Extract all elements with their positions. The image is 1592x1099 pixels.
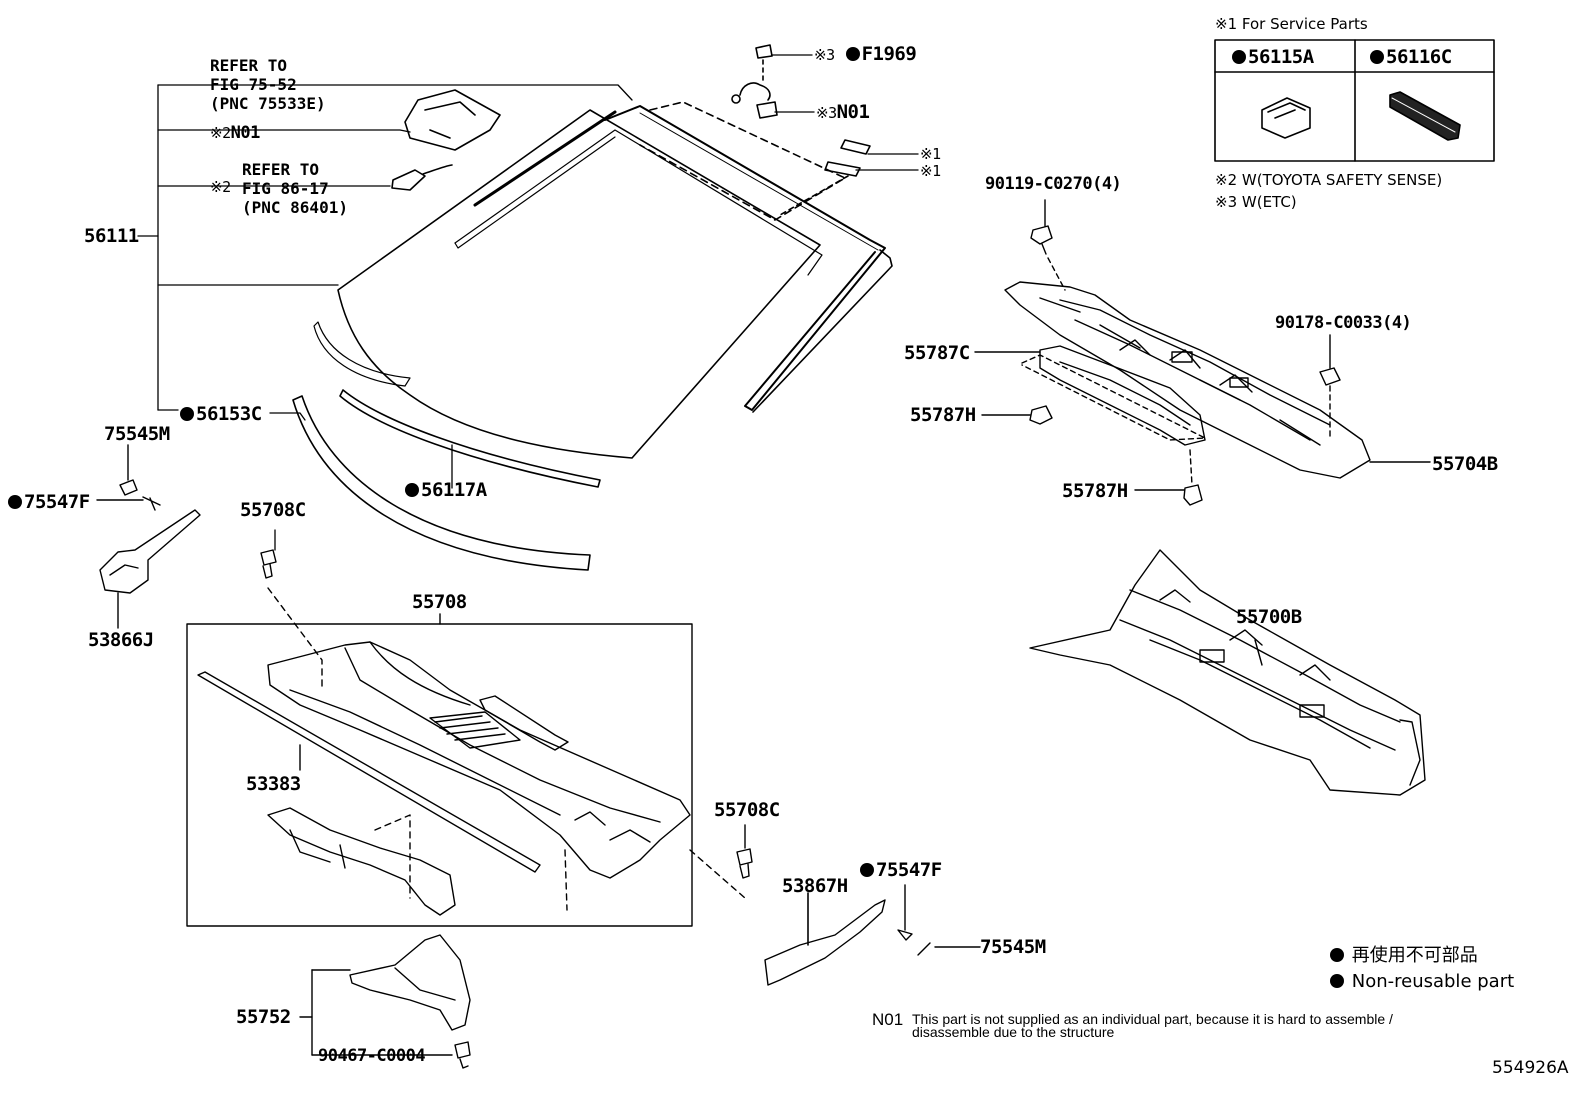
legend-en: Non-reusable part (1330, 972, 1514, 992)
label-kome1-b: ※1 (920, 162, 941, 180)
refer-86-line3: (PNC 86401) (242, 198, 348, 217)
n01-line1: This part is not supplied as an individu… (912, 1011, 1393, 1027)
label-75545m-left: 75545M (104, 423, 170, 445)
non-reusable-dot-icon (8, 495, 22, 509)
non-reusable-dot-icon (860, 863, 874, 877)
label-n01-tss: ※2N01 (210, 124, 260, 142)
label-75547f-right: 75547F (860, 860, 942, 880)
label-55708: 55708 (412, 591, 467, 613)
refer-75-line3: (PNC 75533E) (210, 94, 326, 113)
label-75547f-left: 75547F (8, 492, 90, 512)
kome1-marker-b: ※1 (920, 162, 941, 180)
label-55704b: 55704B (1432, 453, 1498, 475)
kome3-marker: ※3 (814, 46, 835, 64)
label-55708c-right: 55708C (714, 799, 780, 821)
label-kome1-a: ※1 (920, 145, 941, 163)
refer-75-line1: REFER TO (210, 56, 288, 75)
service-parts-title: ※1 For Service Parts (1215, 15, 1368, 33)
part-leader-lines (274, 529, 809, 946)
label-n01-etc-text: N01 (836, 101, 870, 123)
label-75547f-left-text: 75547F (24, 491, 90, 513)
label-56117a: 56117A (405, 480, 487, 500)
non-reusable-dot-icon (1330, 948, 1344, 962)
n01-code: N01 (872, 1010, 904, 1029)
figure-id: 554926A (1492, 1058, 1569, 1078)
kome2-marker-b: ※2 (210, 178, 231, 196)
non-reusable-dot-icon (180, 407, 194, 421)
note-tss: ※2 W(TOYOTA SAFETY SENSE) (1215, 171, 1443, 189)
label-56117a-text: 56117A (421, 479, 487, 501)
label-f1969: ※3 F1969 (814, 43, 917, 65)
label-56153c: 56153C (180, 404, 262, 424)
n01-tss-text: N01 (230, 123, 261, 143)
label-56111: 56111 (84, 225, 139, 247)
label-55708c-top: 55708C (240, 499, 306, 521)
service-part-56116c-text: 56116C (1386, 46, 1452, 68)
refer-fig-86-17: REFER TO FIG 86-17 (PNC 86401) (242, 160, 348, 217)
label-53383: 53383 (246, 773, 301, 795)
label-53867h: 53867H (782, 875, 848, 897)
label-55700b: 55700B (1236, 606, 1302, 628)
label-n01-etc: ※3N01 (816, 101, 870, 123)
label-75545m-right: 75545M (980, 936, 1046, 958)
glass-leader-lines (137, 54, 919, 489)
label-75547f-right-text: 75547F (876, 859, 942, 881)
label-55787c: 55787C (904, 342, 970, 364)
right-lower-parts-drawing (299, 824, 981, 1069)
label-90119: 90119-C0270(4) (985, 174, 1122, 194)
non-reusable-dot-icon (1232, 50, 1246, 64)
non-reusable-dot-icon (405, 483, 419, 497)
cowl-louver-drawing (186, 613, 746, 927)
label-kome2-fig86: ※2 (210, 178, 231, 196)
service-part-56115a: 56115A (1232, 47, 1314, 67)
label-90178: 90178-C0033(4) (1275, 313, 1412, 333)
kome1-marker: ※1 (920, 145, 941, 163)
label-55787h-b: 55787H (1062, 480, 1128, 502)
legend-en-text: Non-reusable part (1351, 971, 1515, 992)
left-side-parts-drawing (96, 444, 323, 691)
non-reusable-dot-icon (1330, 974, 1344, 988)
label-90467: 90467-C0004 (318, 1046, 426, 1066)
kome3-marker-b: ※3 (816, 104, 837, 122)
non-reusable-dot-icon (1370, 50, 1384, 64)
service-parts-table (1214, 39, 1495, 162)
label-55752: 55752 (236, 1006, 291, 1028)
non-reusable-dot-icon (845, 47, 860, 61)
kome2-marker: ※2 (210, 124, 231, 142)
label-55787h-a: 55787H (910, 404, 976, 426)
refer-86-line1: REFER TO (242, 160, 320, 179)
service-part-56116c: 56116C (1370, 47, 1452, 67)
windshield-glass-drawing (292, 44, 893, 571)
legend-jp-text: 再使用不可部品 (1351, 945, 1478, 966)
legend-jp: 再使用不可部品 (1330, 946, 1478, 966)
service-part-56115a-text: 56115A (1248, 46, 1314, 68)
label-53866j: 53866J (88, 629, 154, 651)
refer-75-line2: FIG 75-52 (210, 75, 297, 94)
label-f1969-text: F1969 (861, 43, 917, 65)
cowl-outer-panel-drawing (974, 199, 1431, 506)
refer-fig-75-52: REFER TO FIG 75-52 (PNC 75533E) (210, 56, 326, 113)
n01-line2: disassemble due to the structure (912, 1024, 1115, 1040)
refer-86-line2: FIG 86-17 (242, 179, 329, 198)
cowl-assembly-drawing (1029, 549, 1426, 796)
label-56153c-text: 56153C (196, 403, 262, 425)
note-etc: ※3 W(ETC) (1215, 193, 1297, 211)
